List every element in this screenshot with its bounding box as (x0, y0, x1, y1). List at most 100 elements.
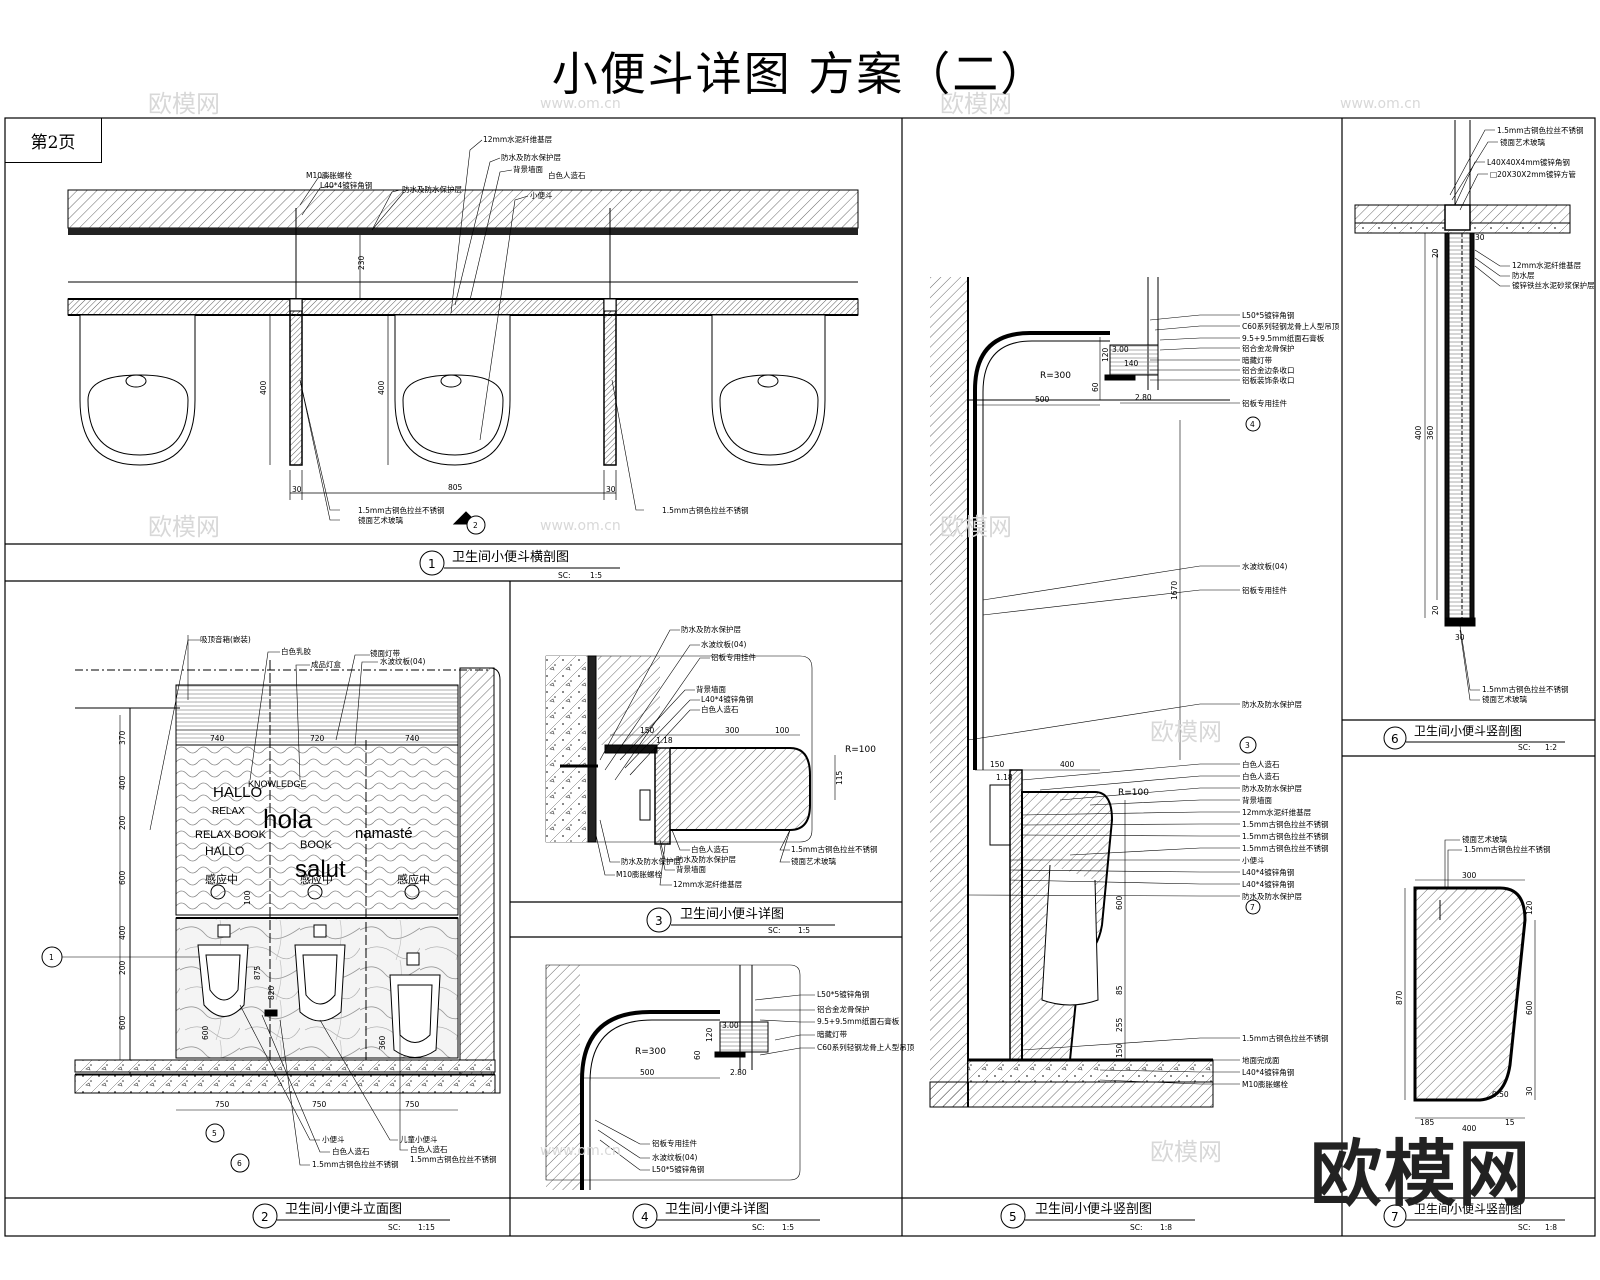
p3-note: M10膨胀螺栓 (616, 869, 663, 879)
caption-4: 4 卫生间小便斗详图 SC: 1:5 (632, 1202, 820, 1232)
caption-title: 卫生间小便斗竖剖图 (1035, 1202, 1152, 1217)
faint-watermarks: 欧模网 www.om.cn 欧模网 www.om.cn 欧模网 www.om.c… (148, 90, 1421, 1166)
p5-note: 1.5mm古铜色拉丝不锈钢 (1242, 1033, 1329, 1043)
p7-dim: 15 (1505, 1118, 1515, 1127)
p7-dim: 400 (1462, 1124, 1477, 1133)
p5-dim: 120 (1101, 347, 1110, 362)
panel-5-text: L50*5镀锌角钢 C60系列轻钢龙骨上人型吊顶 9.5+9.5mm纸面石膏板 … (990, 310, 1340, 1089)
captions: 1 卫生间小便斗横剖图 SC: 1:5 2 卫生间小便斗立面图 SC: 1:15… (252, 550, 1565, 1232)
p7-note: 1.5mm古铜色拉丝不锈钢 (1464, 844, 1551, 854)
p5-mark: 3 (1245, 741, 1250, 750)
p5-note: 防水及防水保护层 (1242, 891, 1302, 901)
p1-dim: 400 (377, 380, 386, 395)
p2-note: 镜面灯带 (370, 648, 400, 658)
p5-note: 小便斗 (1242, 855, 1265, 865)
p4-note: L50*5镀锌角钢 (652, 1164, 704, 1174)
p5-note: 1.5mm古铜色拉丝不锈钢 (1242, 819, 1329, 829)
caption-7: 7 卫生间小便斗竖剖图 SC: 1:8 (1383, 1202, 1565, 1232)
p3-note: 1.5mm古铜色拉丝不锈钢 (791, 844, 878, 854)
caption-num: 7 (1391, 1210, 1399, 1224)
p1-note: M10膨胀螺栓 (306, 170, 353, 180)
p5-dim: 3.00 (1112, 345, 1129, 354)
caption-scale: 1:8 (1160, 1223, 1172, 1232)
caption-3: 3 卫生间小便斗详图 SC: 1:5 (646, 907, 835, 935)
p4-note: 铝板专用挂件 (652, 1138, 697, 1148)
p2-glass-word: BOOK (300, 839, 332, 851)
p4-note: L50*5镀锌角钢 (817, 989, 869, 999)
p2-note: 小便斗 (322, 1134, 345, 1144)
panel-7-drawing (1404, 839, 1536, 1119)
p6-note: 镜面艺术玻璃 (1482, 694, 1527, 704)
p3-note: L40*4镀锌角钢 (701, 694, 753, 704)
p3-note: 镜面艺术玻璃 (791, 856, 836, 866)
p2-mark: 5 (212, 1129, 217, 1138)
caption-scale: 1:15 (418, 1223, 435, 1232)
p2-glass-word: RELAX BOOK (195, 829, 267, 841)
p5-dim: R=100 (1118, 788, 1149, 798)
p2-mark: 1 (49, 953, 54, 962)
p2-urinal-3 (389, 952, 441, 1058)
p5-dim: 1.18 (996, 773, 1013, 782)
p3-dim: 100 (775, 726, 790, 735)
caption-num: 1 (428, 557, 436, 571)
p7-dim: 185 (1420, 1118, 1435, 1127)
p5-note: 1.5mm古铜色拉丝不锈钢 (1242, 831, 1329, 841)
p5-note: 防水及防水保护层 (1242, 699, 1302, 709)
p3-note: 防水及防水保护层 (621, 856, 681, 866)
p2-note: 成品灯盒 (311, 659, 341, 669)
p3-note: 水波纹板(04) (701, 639, 746, 649)
faint-watermark: www.om.cn (1340, 96, 1421, 112)
p5-note: L40*4镀锌角钢 (1242, 867, 1294, 877)
p5-dim: 140 (1124, 359, 1139, 368)
panel-frames (4, 117, 1596, 1237)
p2-glass-word: HALLO (205, 844, 244, 858)
p2-dim: 100 (243, 890, 252, 905)
p2-urinal-2 (294, 924, 346, 1022)
caption-scale: 1:5 (590, 571, 602, 580)
caption-scale-label: SC: (558, 571, 571, 580)
faint-watermark: 欧模网 (1150, 1138, 1222, 1166)
caption-num: 3 (655, 914, 663, 928)
p3-note: 防水及防水保护层 (676, 854, 736, 864)
p5-dim: R=300 (1040, 371, 1071, 381)
p2-dim: 820 (267, 985, 276, 1000)
panel-2-text: 吸顶音箱(嵌装) 白色乳胶 成品灯盒 镜面灯带 水波纹板(04) 小便斗 白色人… (49, 634, 497, 1169)
p3-note: 背景墙面 (676, 864, 706, 874)
p2-dim: 200 (118, 815, 127, 830)
caption-scale: 1:8 (1545, 1223, 1557, 1232)
p6-dim: 30 (1475, 233, 1485, 242)
p2-sensor-label: 感应中 (397, 872, 430, 886)
p2-dim: 600 (118, 870, 127, 885)
faint-watermark: www.om.cn (540, 518, 621, 534)
caption-scale-label: SC: (768, 926, 781, 935)
p7-dim: 120 (1525, 900, 1534, 915)
p6-note: 12mm水泥纤维基层 (1512, 260, 1582, 270)
p5-mark: 4 (1250, 420, 1255, 429)
p5-note: L50*5镀锌角钢 (1242, 310, 1294, 320)
p4-note: 9.5+9.5mm纸面石膏板 (817, 1016, 900, 1026)
p2-dim: 750 (312, 1100, 327, 1109)
caption-scale-label: SC: (1518, 743, 1531, 752)
p2-dim: 360 (378, 1035, 387, 1050)
caption-num: 4 (641, 1210, 649, 1224)
p1-dim: 30 (606, 485, 616, 494)
caption-scale: 1:2 (1545, 743, 1557, 752)
p5-note: 铝板专用挂件 (1242, 398, 1287, 408)
panel-3-text: 防水及防水保护层 水波纹板(04) 铝板专用挂件 背景墙面 L40*4镀锌角钢 … (616, 624, 878, 889)
p7-dim: 0.50 (1492, 1090, 1509, 1099)
p2-dim: 740 (405, 734, 420, 743)
p6-note: □20X30X2mm镀锌方管 (1490, 169, 1576, 179)
p7-dim: 870 (1395, 990, 1404, 1005)
p6-dim: 400 (1414, 425, 1423, 440)
p6-note: 镜面艺术玻璃 (1500, 137, 1545, 147)
panel-1-text: 12mm水泥纤维基层 防水及防水保护层 背景墙面 M10膨胀螺栓 L40*4镀锌… (259, 134, 749, 530)
p6-dim: 20 (1431, 605, 1440, 615)
p5-note: 地面完成面 (1242, 1055, 1280, 1065)
p2-urinal-1 (197, 924, 249, 1017)
caption-scale-label: SC: (1130, 1223, 1143, 1232)
faint-watermark: www.om.cn (540, 1143, 621, 1159)
caption-1: 1 卫生间小便斗横剖图 SC: 1:5 (419, 550, 620, 580)
panel-6-text: 1.5mm古铜色拉丝不锈钢 镜面艺术玻璃 L40X40X4mm镀锌角钢 □20X… (1414, 125, 1595, 704)
faint-watermark: 欧模网 (148, 513, 220, 541)
p6-dim: 360 (1426, 425, 1435, 440)
